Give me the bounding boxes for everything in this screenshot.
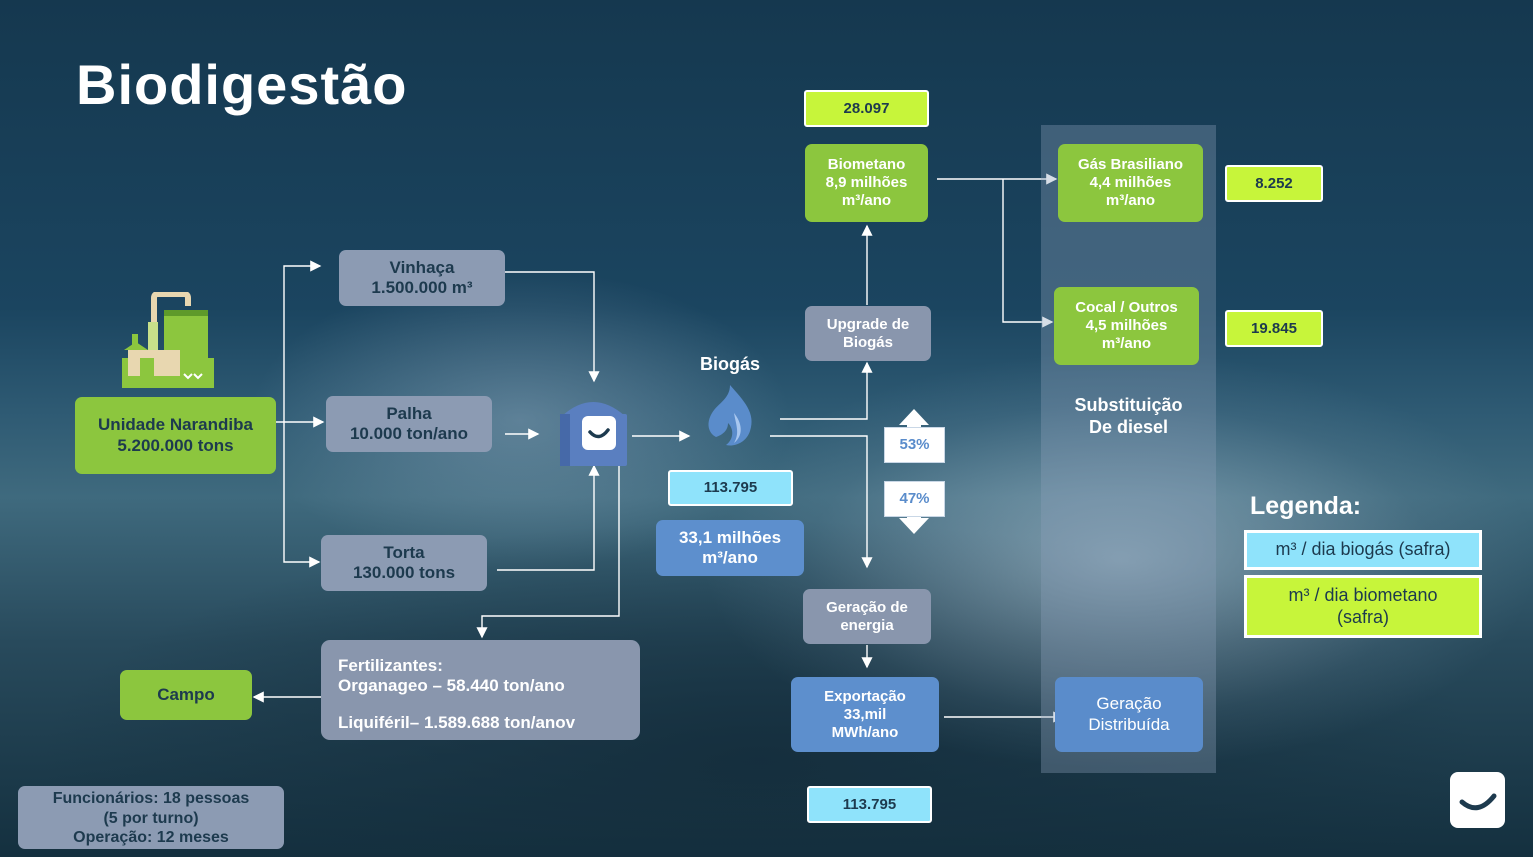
- biodigester-icon: [560, 402, 627, 466]
- diesel-substitution-band: [1041, 125, 1216, 773]
- fertilizantes-box: Fertilizantes: Organageo – 58.440 ton/an…: [321, 640, 640, 740]
- geracao-energia-box: Geração de energia: [803, 589, 931, 644]
- arrow-biogas-upgrade: [780, 361, 873, 420]
- legend-title: Legenda:: [1250, 492, 1362, 520]
- percent-upgrade: 53%: [884, 427, 945, 463]
- torta-name: Torta: [383, 542, 425, 562]
- staff-line3: Operação: 12 meses: [73, 829, 229, 847]
- torta-value: 130.000 tons: [352, 563, 456, 582]
- exportacao-line2: 33,mil: [843, 705, 887, 723]
- legend-biometano-line2: (safra): [1336, 606, 1389, 627]
- biogas-label: Biogás: [699, 354, 760, 374]
- staff-line1: Funcionários: 18 pessoas: [52, 790, 250, 807]
- arrow-source-torta: [283, 422, 321, 568]
- geracao-distribuida-box: Geração Distribuída: [1055, 677, 1203, 752]
- upgrade-biogas: Upgrade de Biogás: [805, 306, 931, 361]
- exportacao-line1: Exportação: [824, 687, 906, 705]
- legend-biometano-line1: m³ / dia biometano: [1288, 584, 1438, 605]
- input-palha: Palha 10.000 ton/ano: [326, 396, 492, 452]
- substituicao-line2: De diesel: [1088, 416, 1169, 437]
- cocal-line3: m³/ano: [1101, 335, 1152, 352]
- vinhaca-value: 1.500.000 m³: [371, 278, 473, 297]
- vinhaca-name: Vinhaça: [389, 257, 455, 277]
- distribuida-line2: Distribuída: [1088, 714, 1170, 734]
- energia-line2: energia: [840, 616, 894, 634]
- staff-line2: (5 por turno): [103, 809, 199, 827]
- substituicao-line1: Substituição: [1074, 395, 1183, 415]
- brand-logo-icon: [1450, 772, 1505, 828]
- palha-value: 10.000 ton/ano: [349, 424, 469, 443]
- gas-brasiliano-line2: 4,4 milhões: [1089, 174, 1172, 191]
- biogas-volume-line1: 33,1 milhões: [678, 527, 782, 547]
- gas-brasiliano-line3: m³/ano: [1105, 192, 1156, 209]
- arrow-torta-digester: [497, 464, 600, 571]
- arrow-biometano-cocal: [1002, 179, 1054, 328]
- cocal-daily-value: 19.845: [1225, 310, 1323, 347]
- fertilizantes-liquiferil: Liquiféril– 1.589.688 ton/anov: [338, 713, 640, 733]
- input-torta: Torta 130.000 tons: [321, 535, 487, 591]
- exportacao-line3: MWh/ano: [831, 723, 899, 741]
- staff-info-box: Funcionários: 18 pessoas (5 por turno) O…: [18, 786, 284, 849]
- liquiferil-name: Liquiféril: [338, 712, 410, 732]
- percent-up-arrow-icon: [899, 409, 929, 432]
- page-title: Biodigestão: [76, 53, 408, 116]
- palha-name: Palha: [386, 403, 432, 423]
- biometano-line3: m³/ano: [841, 192, 892, 209]
- arrow-digester-fertilizantes: [476, 466, 620, 639]
- factory-icon: [122, 292, 214, 388]
- percent-down-arrow-icon: [899, 511, 929, 534]
- flame-icon: [708, 385, 752, 446]
- legend-biogas: m³ / dia biogás (safra): [1244, 530, 1482, 570]
- biometano-daily-value: 28.097: [804, 90, 929, 127]
- percent-energia: 47%: [884, 481, 945, 517]
- arrow-source-vinhaca: [283, 260, 322, 422]
- arrow-vinhaca-digester: [505, 271, 600, 383]
- source-value: 5.200.000 tons: [117, 435, 234, 455]
- biogas-daily-value: 113.795: [668, 470, 793, 506]
- source-unidade-narandiba: Unidade Narandiba 5.200.000 tons: [75, 397, 276, 474]
- biometano-line2: 8,9 milhões: [825, 174, 908, 191]
- biometano-line1: Biometano: [827, 156, 906, 173]
- source-name: Unidade Narandiba: [98, 415, 253, 435]
- exportacao-box: Exportação 33,mil MWh/ano: [791, 677, 939, 752]
- exportacao-daily-value: 113.795: [807, 786, 932, 823]
- distribuida-line1: Geração: [1096, 694, 1162, 714]
- upgrade-line1: Upgrade de: [826, 315, 910, 333]
- gas-brasiliano-line1: Gás Brasiliano: [1077, 156, 1184, 173]
- substituicao-diesel-label: Substituição De diesel: [1041, 395, 1216, 438]
- input-vinhaca: Vinhaça 1.500.000 m³: [339, 250, 505, 306]
- biogas-volume-line2: m³/ano: [702, 548, 758, 567]
- biometano-box: Biometano 8,9 milhões m³/ano: [805, 144, 928, 222]
- cocal-line1: Cocal / Outros: [1075, 299, 1178, 316]
- gas-brasiliano-daily-value: 8.252: [1225, 165, 1323, 202]
- organageo-name: Organageo: [338, 676, 428, 696]
- fertilizantes-organageo: Organageo – 58.440 ton/ano: [338, 676, 640, 696]
- upgrade-line2: Biogás: [842, 333, 893, 351]
- campo-box: Campo: [120, 670, 252, 720]
- fertilizantes-heading: Fertilizantes:: [338, 656, 443, 675]
- cocal-line2: 4,5 milhões: [1085, 317, 1168, 334]
- organageo-value: – 58.440 ton/ano: [427, 676, 565, 696]
- legend-biometano: m³ / dia biometano (safra): [1244, 575, 1482, 638]
- gas-brasiliano-box: Gás Brasiliano 4,4 milhões m³/ano: [1058, 144, 1203, 222]
- cocal-outros-box: Cocal / Outros 4,5 milhões m³/ano: [1054, 287, 1199, 365]
- energia-line1: Geração de: [826, 598, 908, 616]
- liquiferil-value: – 1.589.688 ton/anov: [409, 712, 576, 732]
- arrow-biogas-energia: [770, 435, 873, 569]
- biogas-volume: 33,1 milhões m³/ano: [656, 520, 804, 576]
